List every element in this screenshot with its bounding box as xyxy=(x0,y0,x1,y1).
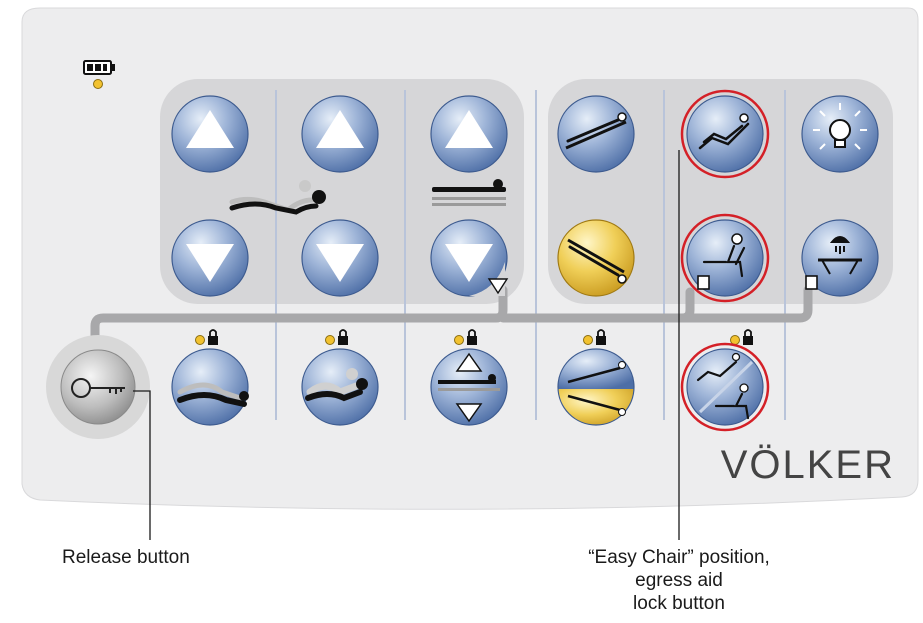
easy-chair-callout-line-3: lock button xyxy=(633,593,725,614)
knee-lock-icon xyxy=(305,368,368,402)
padlock-icon xyxy=(467,336,477,345)
easy-chair-callout-label: “Easy Chair” position, egress aid lock b… xyxy=(548,546,810,615)
height-down-button[interactable] xyxy=(430,219,509,297)
back-up-button[interactable] xyxy=(171,95,249,173)
anti-trendelenburg-button[interactable] xyxy=(557,219,635,297)
shower-icon xyxy=(818,236,862,275)
memory-connector-line xyxy=(90,285,813,350)
arrow-down-icon xyxy=(186,244,234,282)
easy-chair-callout-line-2: egress aid xyxy=(635,570,723,591)
column-separators xyxy=(275,90,786,420)
sitting-egress-icon xyxy=(702,233,746,278)
easy-chair-button[interactable] xyxy=(680,89,770,179)
battery-status-led xyxy=(93,79,103,89)
lock-indicator-height xyxy=(454,329,477,345)
padlock-icon xyxy=(743,336,753,345)
tilt-lock-icon xyxy=(567,361,626,416)
memory-triangle-icon xyxy=(487,278,509,295)
arrow-up-icon xyxy=(316,110,364,148)
back-down-button[interactable] xyxy=(171,219,249,297)
memory-slot-icon xyxy=(805,275,818,290)
back-lock-button[interactable] xyxy=(171,348,249,426)
easy-chair-egress-lock-button[interactable] xyxy=(680,342,770,432)
arrow-down-icon xyxy=(445,244,493,282)
height-pictogram-icon xyxy=(432,179,506,206)
shower-position-button[interactable] xyxy=(801,219,879,297)
knee-lock-button[interactable] xyxy=(301,348,379,426)
padlock-icon xyxy=(596,336,606,345)
egress-aid-button[interactable] xyxy=(680,213,770,303)
callout-lines xyxy=(133,150,680,540)
bed-tilt-reverse-icon xyxy=(567,238,627,284)
easy-chair-icon xyxy=(698,113,750,150)
brand-logo: VÖLKER xyxy=(721,443,895,487)
light-bulb-icon xyxy=(813,103,867,150)
reading-light-button[interactable] xyxy=(801,95,879,173)
easy-chair-callout-line-1: “Easy Chair” position, xyxy=(588,547,770,568)
lock-indicator-tilt xyxy=(583,329,606,345)
back-lock-icon xyxy=(177,382,249,407)
height-lock-button[interactable] xyxy=(430,348,508,426)
knee-down-button[interactable] xyxy=(301,219,379,297)
padlock-icon xyxy=(338,336,348,345)
arrow-up-icon xyxy=(186,110,234,148)
memory-slot-icon xyxy=(697,275,710,290)
padlock-icon xyxy=(208,336,218,345)
knee-up-button[interactable] xyxy=(301,95,379,173)
battery-icon xyxy=(83,60,115,75)
arrow-up-icon xyxy=(445,110,493,148)
lock-indicator-back xyxy=(195,329,218,345)
trendelenburg-button[interactable] xyxy=(557,95,635,173)
height-up-button[interactable] xyxy=(430,95,508,173)
release-callout-label: Release button xyxy=(62,547,190,568)
back-knee-pictogram-icon xyxy=(229,180,326,215)
bed-tilt-icon xyxy=(565,112,627,150)
chair-egress-lock-icon xyxy=(696,352,750,420)
release-button[interactable] xyxy=(46,335,150,439)
height-lock-icon xyxy=(438,352,500,423)
lock-indicator-knee xyxy=(325,329,348,345)
arrow-down-icon xyxy=(316,244,364,282)
key-icon xyxy=(71,378,125,398)
